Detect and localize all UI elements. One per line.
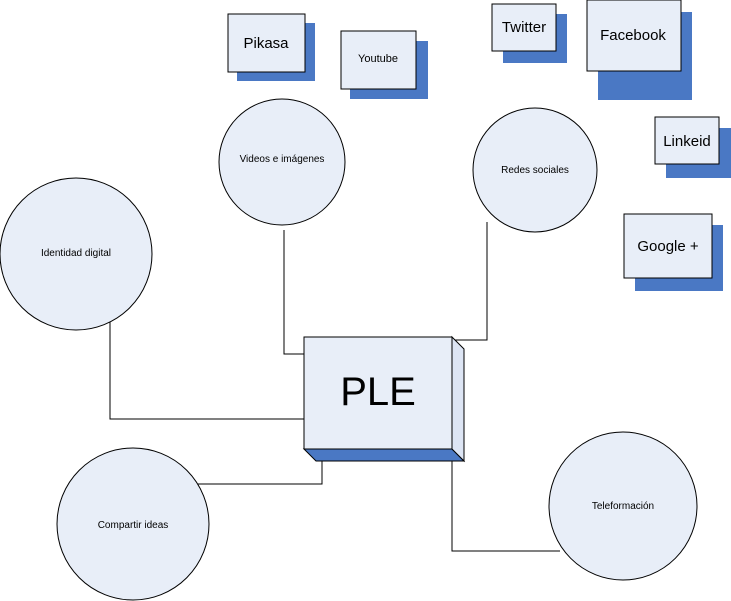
service-box-twitter: Twitter <box>491 3 567 63</box>
circle-body <box>548 431 698 581</box>
box-bottom-face <box>302 448 466 462</box>
compartir-label: Compartir ideas <box>98 520 169 531</box>
circle-redes: Redes sociales <box>472 107 598 233</box>
service-box-youtube: Youtube <box>340 30 428 99</box>
box-body <box>586 0 682 72</box>
twitter-label: Twitter <box>502 19 546 36</box>
connector-compartir <box>198 460 323 485</box>
facebook-label: Facebook <box>600 27 666 44</box>
circle-identidad: Identidad digital <box>0 177 153 331</box>
youtube-label: Youtube <box>358 53 398 65</box>
service-box-facebook: Facebook <box>586 0 692 100</box>
ple-label: PLE <box>340 370 416 414</box>
linkeid-label: Linkeid <box>663 133 711 150</box>
circle-body <box>218 98 346 226</box>
circle-videos: Videos e imágenes <box>218 98 346 226</box>
box-body <box>654 116 720 165</box>
circle-compartir: Compartir ideas <box>56 447 210 601</box>
identidad-label: Identidad digital <box>41 248 111 259</box>
connector-redes <box>448 222 488 341</box>
service-box-linkeid: Linkeid <box>654 116 731 178</box>
box-body <box>491 3 557 52</box>
service-box-google: Google + <box>623 213 723 291</box>
box-front-face <box>303 336 453 450</box>
pikasa-label: Pikasa <box>243 35 289 52</box>
box-side-face <box>451 335 465 463</box>
google-label: Google + <box>637 238 699 255</box>
connector-videos <box>283 230 343 355</box>
circle-body <box>472 107 598 233</box>
circle-body <box>0 177 153 331</box>
service-box-pikasa: Pikasa <box>227 13 315 81</box>
connector-identidad <box>109 320 304 420</box>
box-body <box>227 13 306 73</box>
box-body <box>340 30 417 90</box>
circle-body <box>56 447 210 601</box>
teleformacion-label: Teleformación <box>592 501 654 512</box>
ple-center-box: PLE <box>302 335 466 463</box>
connector-teleformacion <box>451 438 560 552</box>
videos-label: Videos e imágenes <box>240 154 325 165</box>
box-body <box>623 213 713 279</box>
circle-teleformacion: Teleformación <box>548 431 698 581</box>
redes-label: Redes sociales <box>501 165 569 176</box>
